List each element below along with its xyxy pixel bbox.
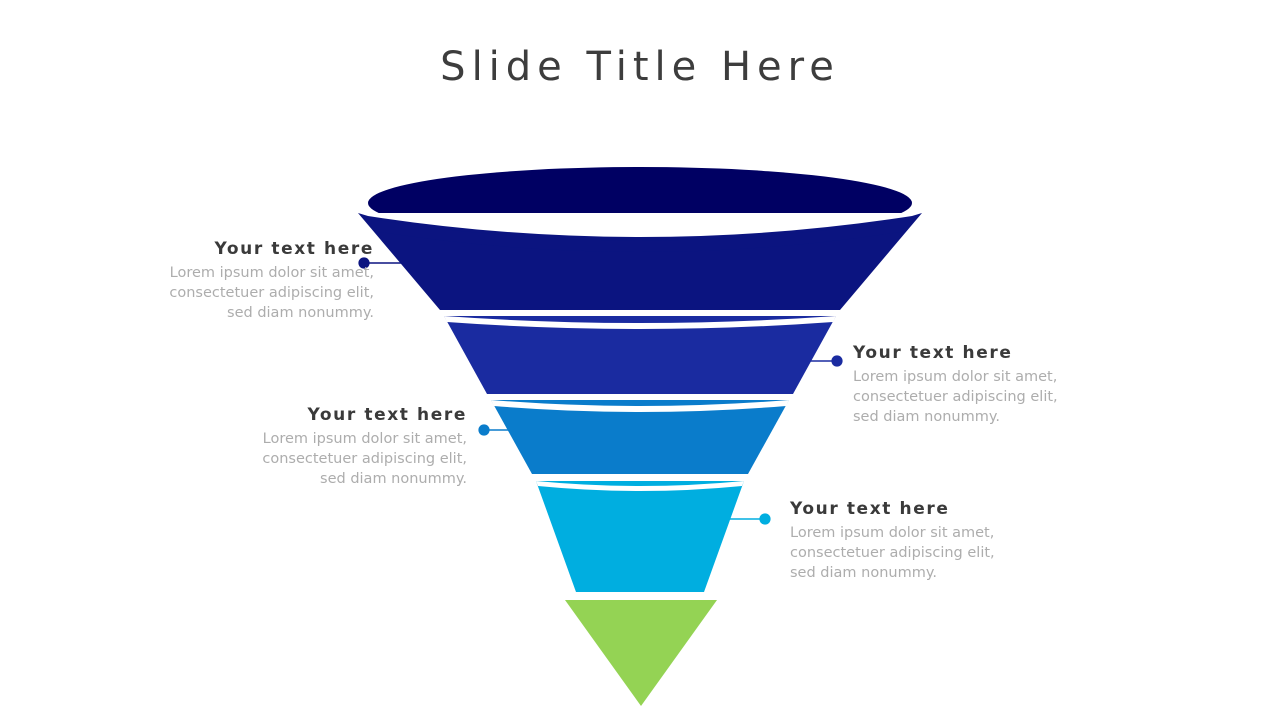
funnel-label-2-body: Lorem ipsum dolor sit amet, consectetuer… xyxy=(853,369,1058,425)
funnel-separator-3-4 xyxy=(487,394,793,400)
funnel-label-4-body: Lorem ipsum dolor sit amet, consectetuer… xyxy=(790,525,995,581)
funnel-label-1-body: Lorem ipsum dolor sit amet, consectetuer… xyxy=(169,265,374,321)
funnel-segment-2[interactable] xyxy=(358,213,922,310)
connector-line-2 xyxy=(800,355,843,367)
connector-dot-1[interactable] xyxy=(358,257,370,269)
funnel-label-1[interactable]: Your text here Lorem ipsum dolor sit ame… xyxy=(112,238,374,323)
page-title: Slide Title Here xyxy=(440,44,840,90)
funnel-label-4[interactable]: Your text here Lorem ipsum dolor sit ame… xyxy=(790,498,1052,583)
funnel-label-1-heading: Your text here xyxy=(214,239,374,259)
funnel-label-3-heading: Your text here xyxy=(307,405,467,425)
funnel-label-2-heading: Your text here xyxy=(853,343,1013,363)
connector-line-3 xyxy=(478,424,530,436)
funnel-segment-6[interactable] xyxy=(565,600,717,706)
funnel-segment-4[interactable] xyxy=(491,400,789,474)
connector-line-1 xyxy=(358,257,404,269)
funnel-separator-4-5 xyxy=(532,474,748,481)
funnel-label-3[interactable]: Your text here Lorem ipsum dolor sit ame… xyxy=(205,404,467,489)
connector-dot-2[interactable] xyxy=(831,355,843,367)
connector-dot-3[interactable] xyxy=(478,424,490,436)
connector-dot-4[interactable] xyxy=(759,513,771,525)
funnel-label-4-heading: Your text here xyxy=(790,499,950,519)
funnel-label-3-body: Lorem ipsum dolor sit amet, consectetuer… xyxy=(262,431,467,487)
funnel-segment-5[interactable] xyxy=(536,481,744,592)
funnel-segment-3[interactable] xyxy=(444,316,836,394)
funnel-separator-2-3 xyxy=(440,310,840,316)
funnel-label-2[interactable]: Your text here Lorem ipsum dolor sit ame… xyxy=(853,342,1115,427)
connector-line-4 xyxy=(718,513,771,525)
